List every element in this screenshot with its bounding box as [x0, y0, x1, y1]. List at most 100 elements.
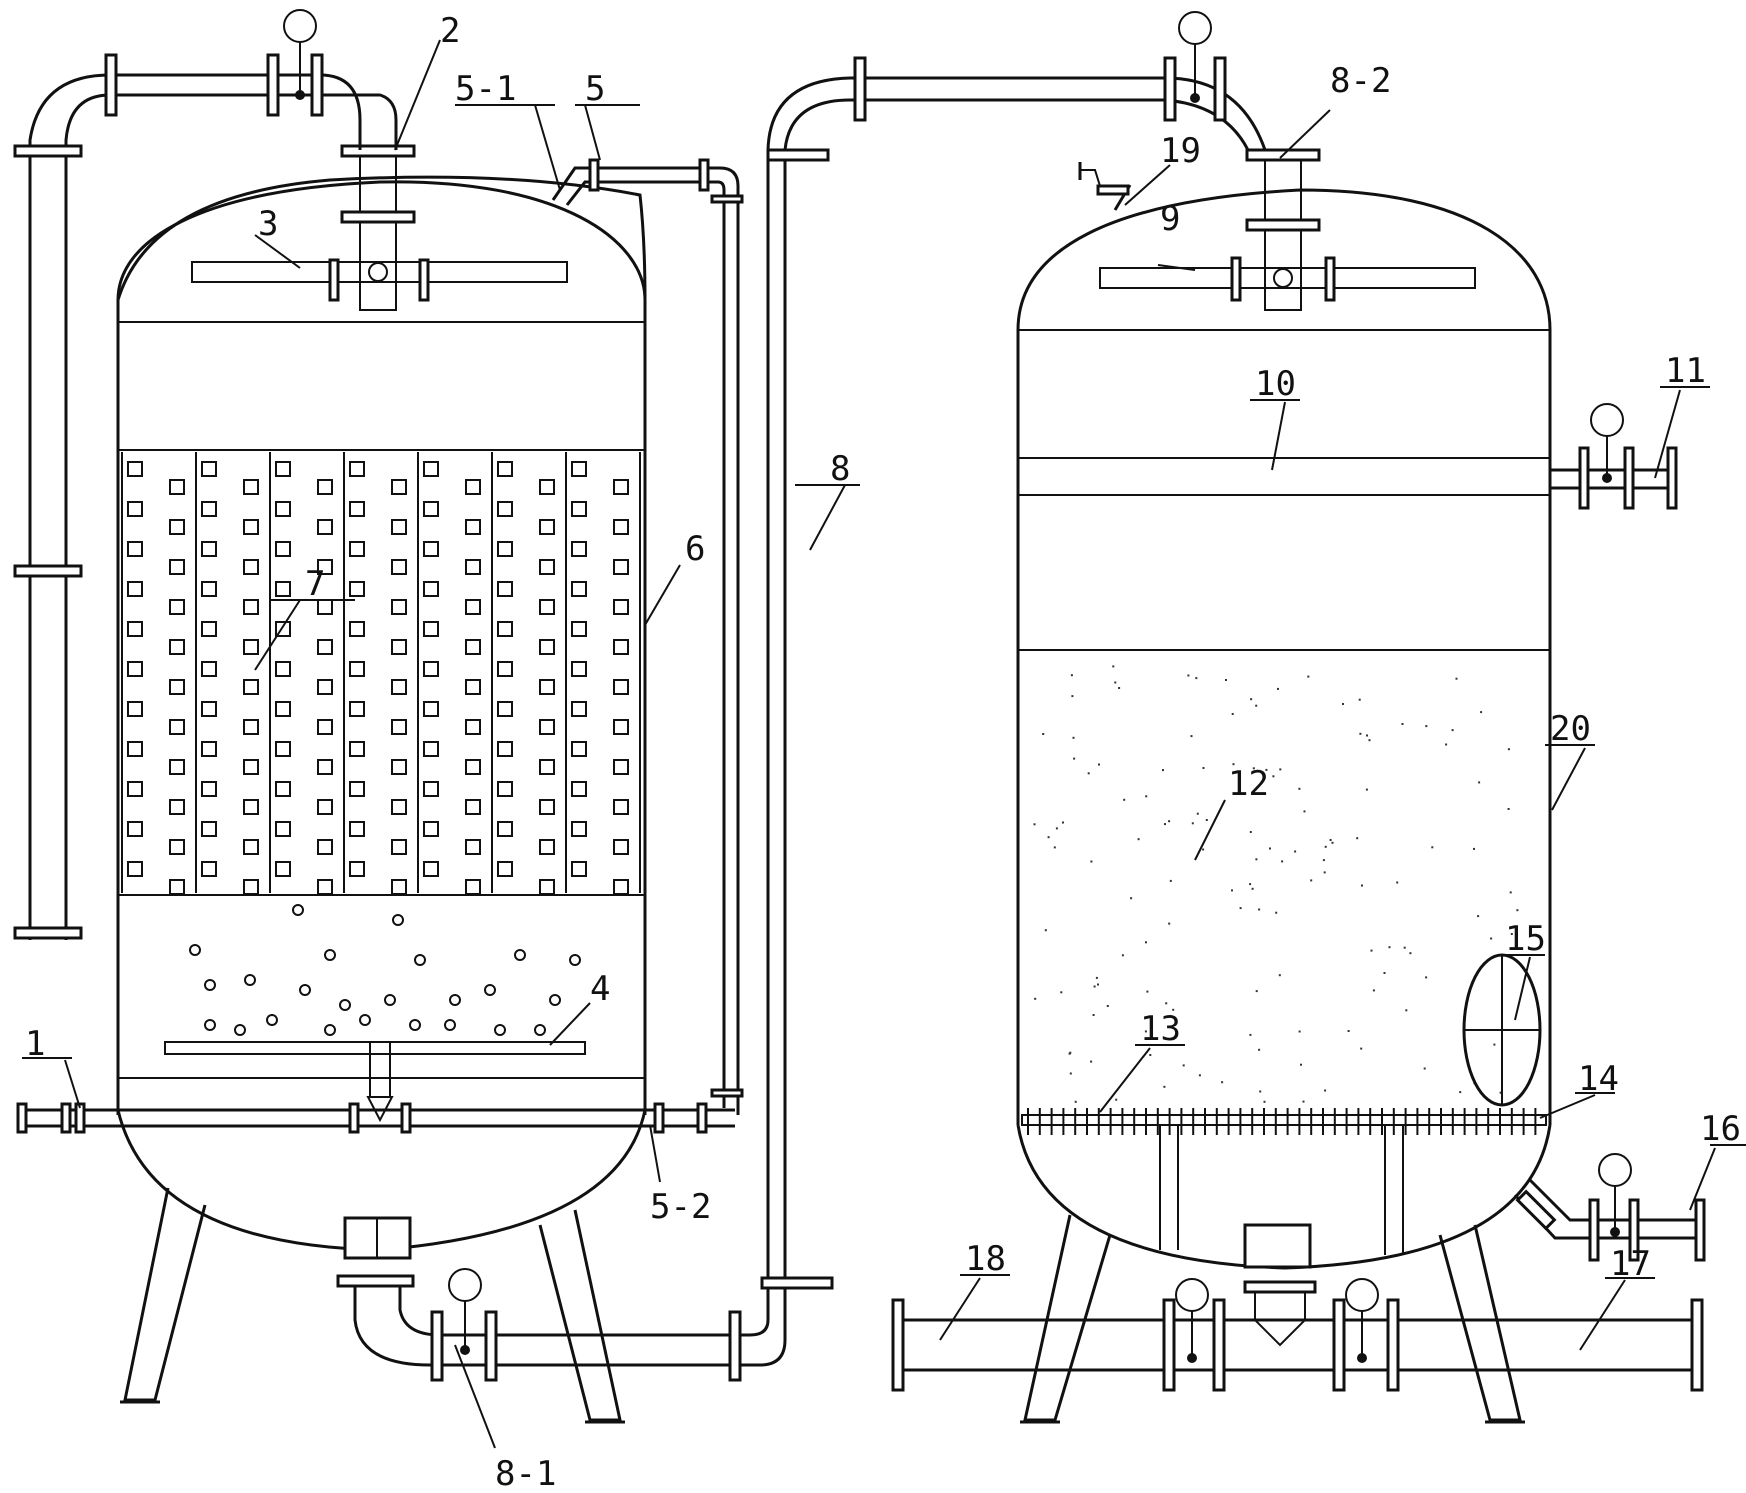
packing-cell — [127, 861, 143, 877]
media-grain — [1259, 1090, 1262, 1093]
packing-cell — [201, 781, 217, 797]
media-grain — [1146, 990, 1149, 993]
packing-cell — [539, 599, 555, 615]
packing-cell — [571, 701, 587, 717]
media-grain — [1249, 883, 1252, 886]
media-grain — [1323, 871, 1326, 874]
media-grain — [1372, 989, 1375, 992]
packing-cell — [349, 861, 365, 877]
media-grain — [1069, 1072, 1072, 1075]
packing-cell — [317, 479, 333, 495]
media-grain — [1403, 946, 1406, 949]
side-loop-pipe — [551, 158, 744, 1115]
packing-cell — [317, 559, 333, 575]
media-grain — [1366, 734, 1368, 737]
packing-cell — [275, 541, 291, 557]
packing-cell — [613, 559, 629, 575]
packing-cell — [571, 581, 587, 597]
packing-cell — [613, 719, 629, 735]
packing-cell — [275, 741, 291, 757]
packing-cell — [201, 821, 217, 837]
media-grain — [1425, 976, 1428, 979]
packing-cell — [497, 701, 513, 717]
media-grain — [1090, 1060, 1093, 1063]
media-grain — [1265, 768, 1268, 771]
media-grain — [1310, 879, 1313, 882]
media-grain — [1097, 983, 1099, 986]
media-grain — [1255, 858, 1258, 861]
packing-cell — [571, 621, 587, 637]
media-grain — [1190, 735, 1193, 738]
media-grain — [1255, 990, 1258, 993]
right-top-distributor — [1099, 148, 1476, 311]
media-grain — [1251, 887, 1254, 890]
media-grain — [1356, 837, 1359, 840]
media-grain — [1249, 1033, 1252, 1036]
media-grain — [1055, 827, 1058, 830]
plate-supports — [1159, 1125, 1404, 1255]
bubble — [189, 944, 201, 956]
packing-cell — [391, 719, 407, 735]
aerator-pipe — [164, 1041, 586, 1123]
packing-cell — [465, 559, 481, 575]
label-5-1: 5-1 — [455, 69, 516, 109]
label-8: 8 — [830, 449, 850, 489]
media-grain — [1071, 695, 1074, 698]
packing-cell — [497, 741, 513, 757]
packing-cell — [497, 541, 513, 557]
packing-cell — [539, 799, 555, 815]
media-grain — [1281, 860, 1284, 863]
media-grain — [1445, 743, 1448, 746]
media-grain — [1121, 954, 1124, 957]
packing-cell — [391, 879, 407, 895]
media-grain — [1347, 1030, 1350, 1032]
packing-cell — [317, 639, 333, 655]
media-grain — [1168, 820, 1171, 823]
packing-cell — [391, 799, 407, 815]
packing-cell — [243, 719, 259, 735]
media-grain — [1092, 1014, 1095, 1016]
bubble — [534, 1024, 546, 1036]
packing-cell — [317, 719, 333, 735]
packing-cell — [317, 519, 333, 535]
media-grain — [1145, 795, 1148, 798]
packing-cell — [613, 879, 629, 895]
packing-cell — [127, 541, 143, 557]
media-grain — [1232, 763, 1235, 766]
media-grain — [1507, 748, 1510, 751]
media-grain — [1149, 1054, 1152, 1056]
packing-cell — [201, 741, 217, 757]
media-grain — [1137, 838, 1140, 841]
packing-cell — [201, 621, 217, 637]
media-grain — [1300, 1063, 1302, 1066]
packing-cell — [423, 821, 439, 837]
media-grain — [1112, 665, 1115, 668]
backwash-outlet-16 — [1513, 1153, 1706, 1262]
media-grain — [1202, 767, 1205, 769]
media-grain — [1239, 907, 1242, 910]
packing-cell — [571, 861, 587, 877]
packing-cell — [539, 719, 555, 735]
media-grain — [1477, 915, 1480, 918]
bubble — [569, 954, 581, 966]
bubble — [324, 949, 336, 961]
packing-cell — [349, 661, 365, 677]
leader-lines — [22, 39, 1746, 1449]
media-grain — [1164, 823, 1166, 826]
media-grain — [1074, 1100, 1077, 1103]
media-grain — [1263, 1100, 1266, 1103]
media-grain — [1275, 911, 1278, 914]
packing-cell — [201, 501, 217, 517]
media-grain — [1499, 1091, 1502, 1094]
media-grain — [1118, 687, 1121, 689]
label-17: 17 — [1610, 1244, 1651, 1284]
media-grain — [1093, 985, 1096, 988]
media-grain — [1162, 769, 1164, 772]
packing-cell — [391, 839, 407, 855]
media-grain — [1205, 819, 1208, 821]
vent-valve — [1078, 162, 1132, 211]
packing-cell — [317, 759, 333, 775]
media-grain — [1490, 937, 1493, 940]
media-grain — [1278, 974, 1281, 977]
right-vessel-legs — [1020, 1214, 1525, 1424]
